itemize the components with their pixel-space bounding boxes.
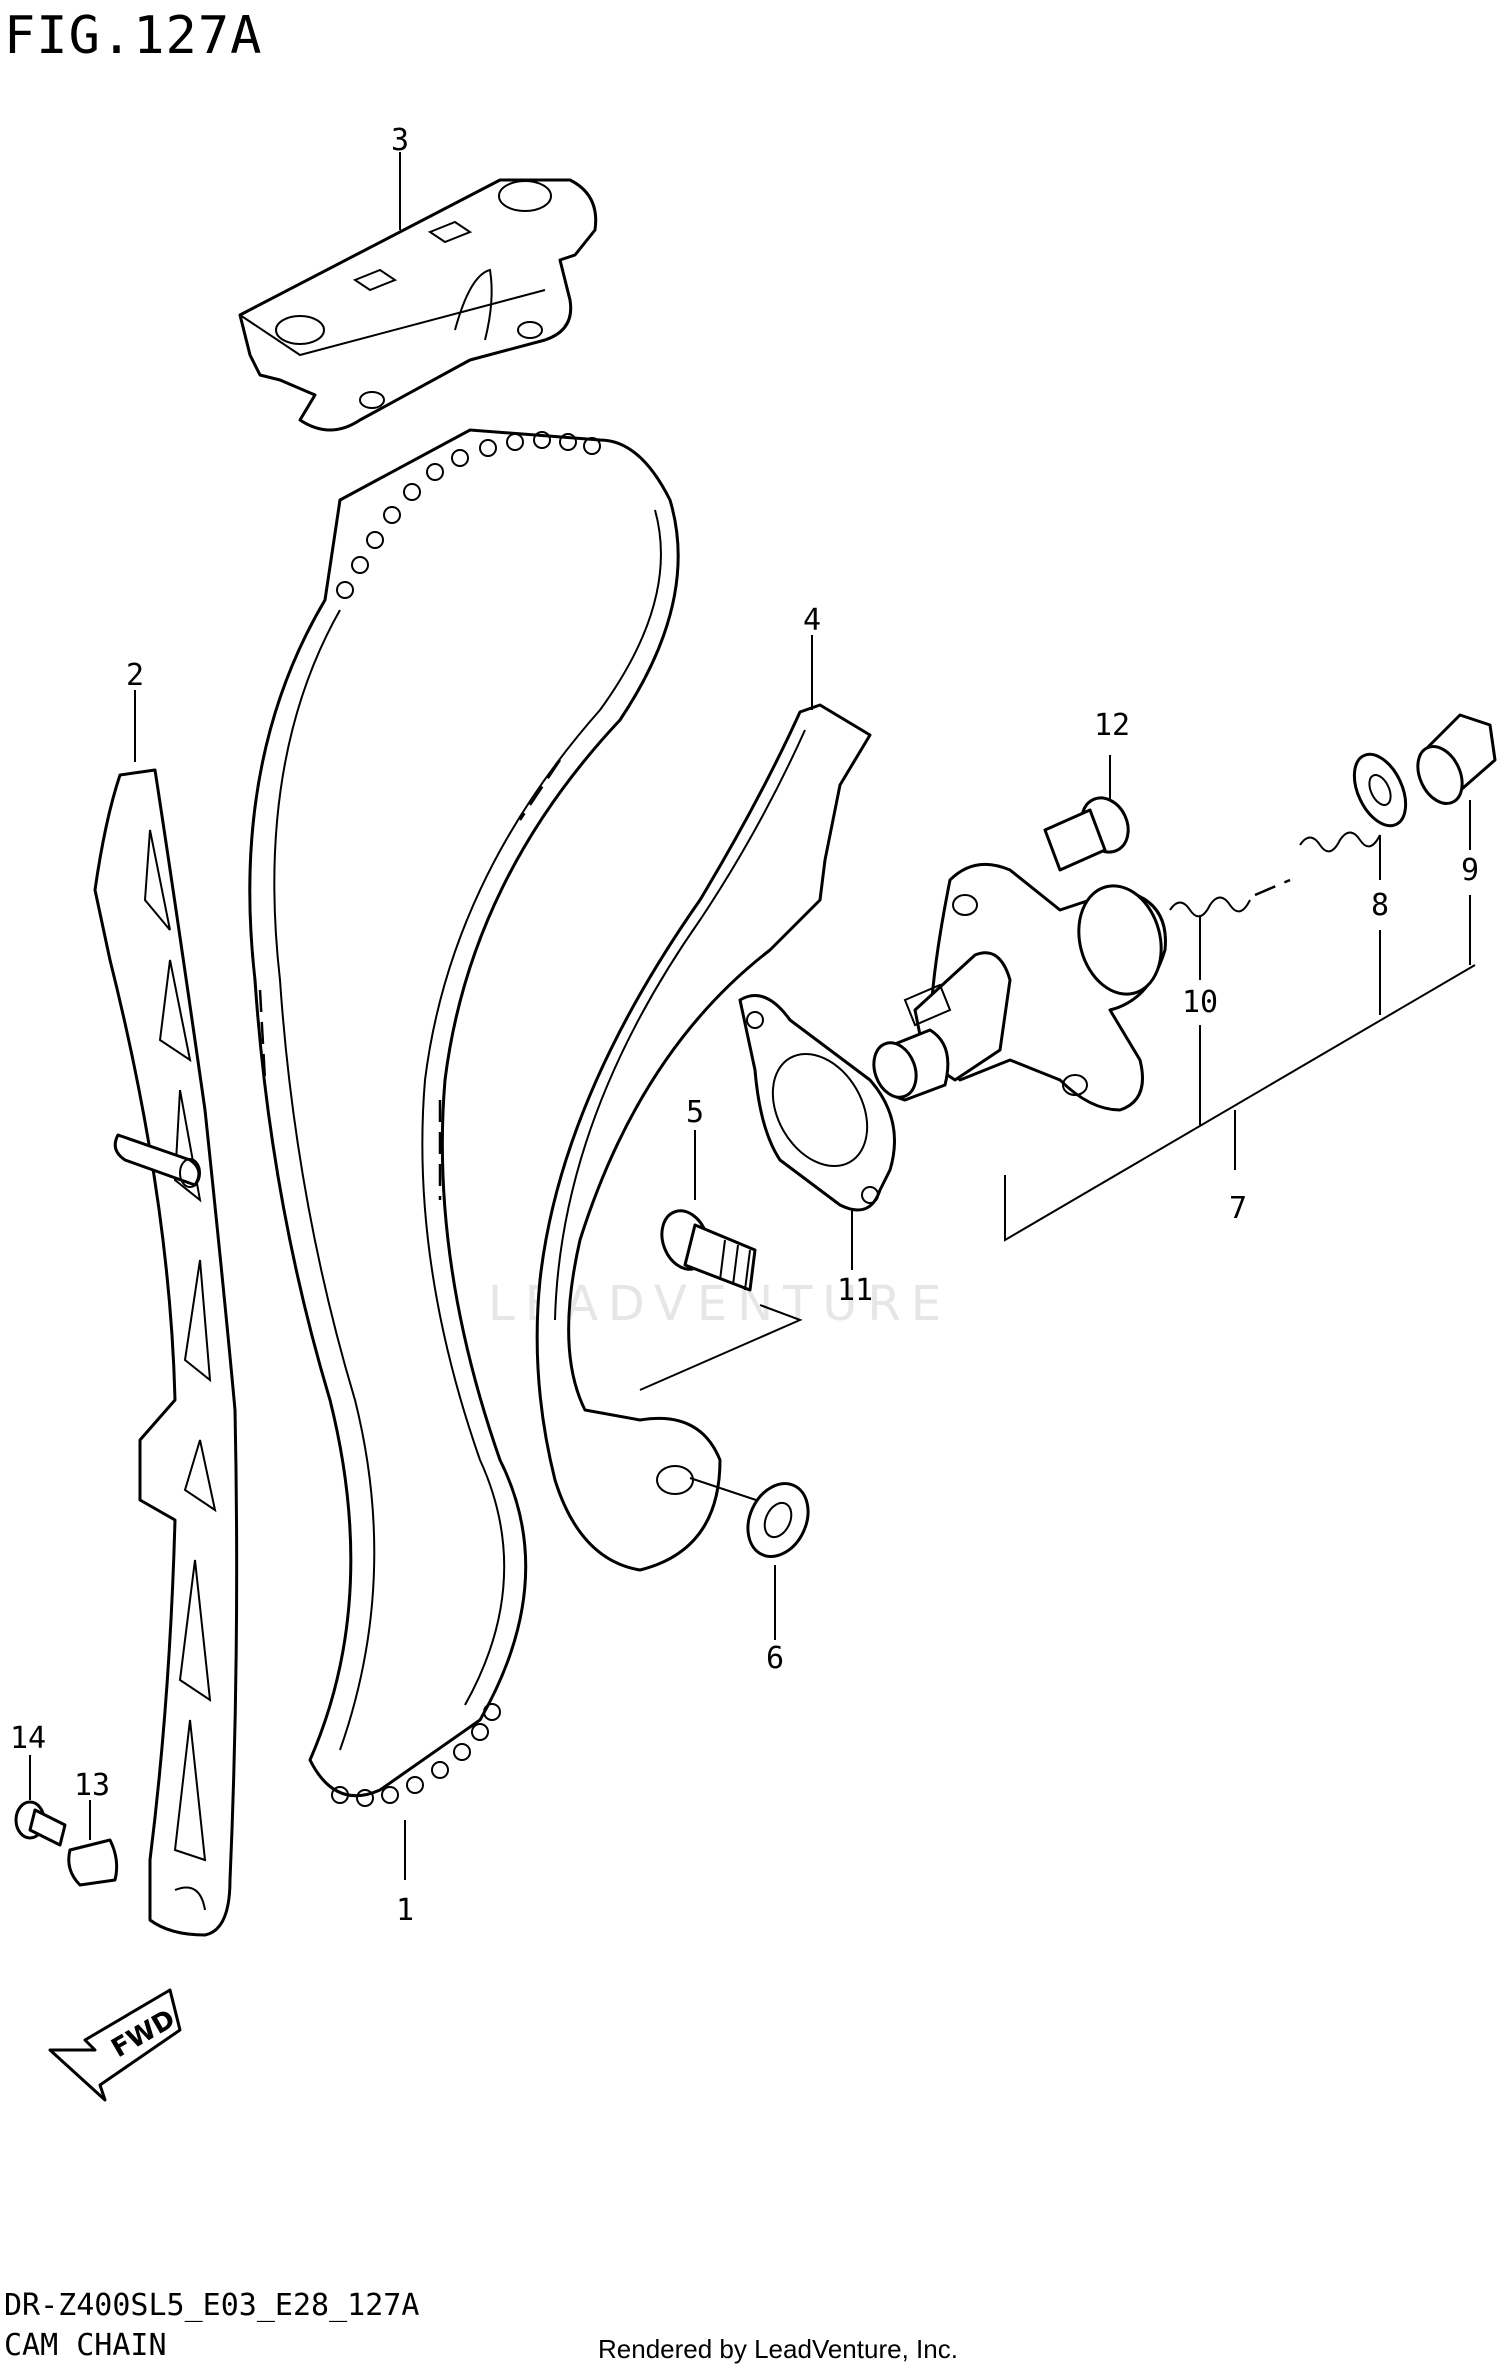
part-7-tensioner-assembly[interactable] — [867, 862, 1476, 1242]
part-1-cam-chain[interactable] — [248, 428, 680, 1807]
part-14-screw[interactable] — [14, 1800, 67, 1847]
callout-3: 3 — [391, 123, 409, 158]
part-11-gasket[interactable] — [738, 994, 896, 1212]
callout-4: 4 — [803, 603, 821, 638]
figure-name: CAM CHAIN — [4, 2328, 167, 2363]
part-5-bolt[interactable] — [654, 1204, 757, 1292]
leader-lines — [29, 152, 1471, 1880]
chain-links-top — [336, 431, 601, 599]
callout-2: 2 — [126, 658, 144, 693]
part-3-guide-bracket[interactable] — [238, 178, 598, 432]
callout-12: 12 — [1094, 708, 1130, 743]
callout-13: 13 — [74, 1768, 110, 1803]
part-9-plug-bolt[interactable] — [1409, 713, 1497, 811]
callout-7: 7 — [1229, 1191, 1247, 1226]
callout-5: 5 — [686, 1095, 704, 1130]
part-6-washer[interactable] — [689, 1474, 819, 1567]
callout-6: 6 — [766, 1641, 784, 1676]
callout-1: 1 — [396, 1893, 414, 1928]
chain-links-bottom — [331, 1703, 501, 1807]
model-code: DR-Z400SL5_E03_E28_127A — [4, 2288, 420, 2323]
callout-9: 9 — [1461, 853, 1479, 888]
fwd-arrow-icon: FWD — [48, 1988, 182, 2102]
figure-title: FIG.127A — [4, 6, 263, 66]
callout-8: 8 — [1371, 888, 1389, 923]
callout-14: 14 — [10, 1721, 46, 1756]
callout-10: 10 — [1182, 985, 1218, 1020]
part-13-plate[interactable] — [67, 1838, 119, 1887]
part-8-washer[interactable] — [1344, 746, 1416, 833]
callout-11: 11 — [837, 1273, 873, 1308]
part-10-springs[interactable] — [1169, 831, 1381, 918]
part-2-chain-guide-left[interactable] — [93, 768, 239, 1937]
rendered-by-credit: Rendered by LeadVenture, Inc. — [598, 2334, 958, 2364]
part-12-bolt[interactable] — [1043, 790, 1137, 872]
